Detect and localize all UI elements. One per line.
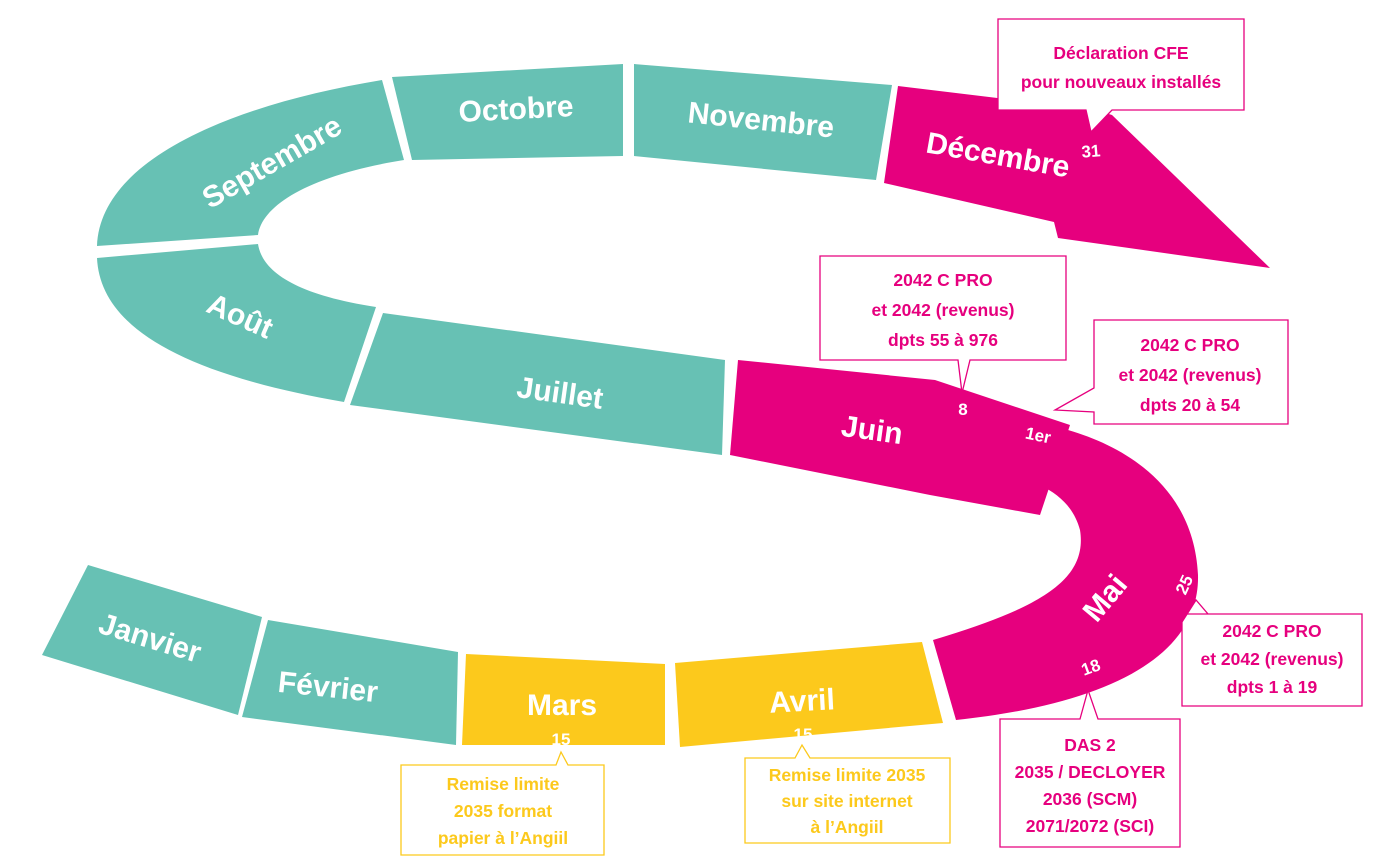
month-label-mars: Mars: [527, 689, 597, 722]
day-marker-avril-15: 15: [794, 725, 813, 744]
segment-novembre: [634, 64, 892, 180]
callout-mai-18: DAS 2 2035 / DECLOYER 2036 (SCM) 2071/20…: [999, 687, 1181, 848]
callout-line: dpts 1 à 19: [1227, 677, 1318, 697]
callout-line: dpts 55 à 976: [888, 330, 998, 350]
callout-line: dpts 20 à 54: [1140, 395, 1240, 415]
callout-box: [1181, 598, 1363, 707]
callout-line: 2035 / DECLOYER: [1015, 762, 1166, 782]
callout-line: 2036 (SCM): [1043, 789, 1137, 809]
callout-line: Déclaration CFE: [1053, 43, 1188, 63]
callout-box: [999, 687, 1181, 848]
callout-line: 2071/2072 (SCI): [1026, 816, 1154, 836]
segment-septembre: [97, 80, 404, 246]
day-marker-juin-1er: 1er: [1024, 424, 1053, 448]
callouts: Déclaration CFE pour nouveaux installés …: [400, 18, 1363, 856]
callout-line: et 2042 (revenus): [872, 300, 1015, 320]
callout-line: à l’Angiil: [811, 817, 884, 837]
month-label-avril: Avril: [768, 683, 835, 719]
callout-avril-15: Remise limite 2035 sur site internet à l…: [744, 743, 951, 844]
day-marker-decembre-31: 31: [1081, 141, 1102, 162]
callout-line: et 2042 (revenus): [1201, 649, 1344, 669]
callout-line: papier à l’Angiil: [438, 828, 568, 848]
segment-decembre-arrow: [884, 86, 1270, 268]
callout-decembre-31: Déclaration CFE pour nouveaux installés: [997, 18, 1245, 134]
callout-mai-25: 2042 C PRO et 2042 (revenus) dpts 1 à 19: [1181, 598, 1363, 707]
callout-box: [400, 750, 605, 856]
callout-line: Remise limite: [447, 774, 560, 794]
callout-line: et 2042 (revenus): [1119, 365, 1262, 385]
segment-juin: [730, 360, 1070, 515]
callout-line: 2042 C PRO: [893, 270, 992, 290]
day-markers: 15 15 18 25 1er 8 31: [552, 141, 1198, 749]
segment-mars: [462, 654, 665, 745]
day-marker-juin-8: 8: [958, 400, 967, 419]
callout-line: 2042 C PRO: [1140, 335, 1239, 355]
callout-line: sur site internet: [781, 791, 912, 811]
day-marker-mars-15: 15: [552, 730, 571, 749]
callout-line: DAS 2: [1064, 735, 1116, 755]
month-label-octobre: Octobre: [458, 90, 575, 129]
segment-janvier: [42, 565, 262, 715]
callout-mars-15: Remise limite 2035 format papier à l’Ang…: [400, 750, 605, 856]
callout-box: [1052, 319, 1289, 425]
callout-juin-1er: 2042 C PRO et 2042 (revenus) dpts 20 à 5…: [1052, 319, 1289, 425]
callout-box: [997, 18, 1245, 134]
callout-line: pour nouveaux installés: [1021, 72, 1222, 92]
callout-juin-8: 2042 C PRO et 2042 (revenus) dpts 55 à 9…: [819, 255, 1067, 394]
segment-juillet: [350, 313, 725, 455]
segment-avril: [675, 642, 943, 747]
month-segments: [42, 64, 1270, 747]
callout-line: 2042 C PRO: [1222, 621, 1321, 641]
segment-aout: [97, 244, 376, 402]
segment-fevrier: [242, 620, 458, 745]
segment-mai: [933, 430, 1199, 720]
callout-line: 2035 format: [454, 801, 552, 821]
callout-line: Remise limite 2035: [769, 765, 926, 785]
callout-box: [819, 255, 1067, 394]
callout-box: [744, 743, 951, 844]
segment-octobre: [392, 64, 623, 160]
